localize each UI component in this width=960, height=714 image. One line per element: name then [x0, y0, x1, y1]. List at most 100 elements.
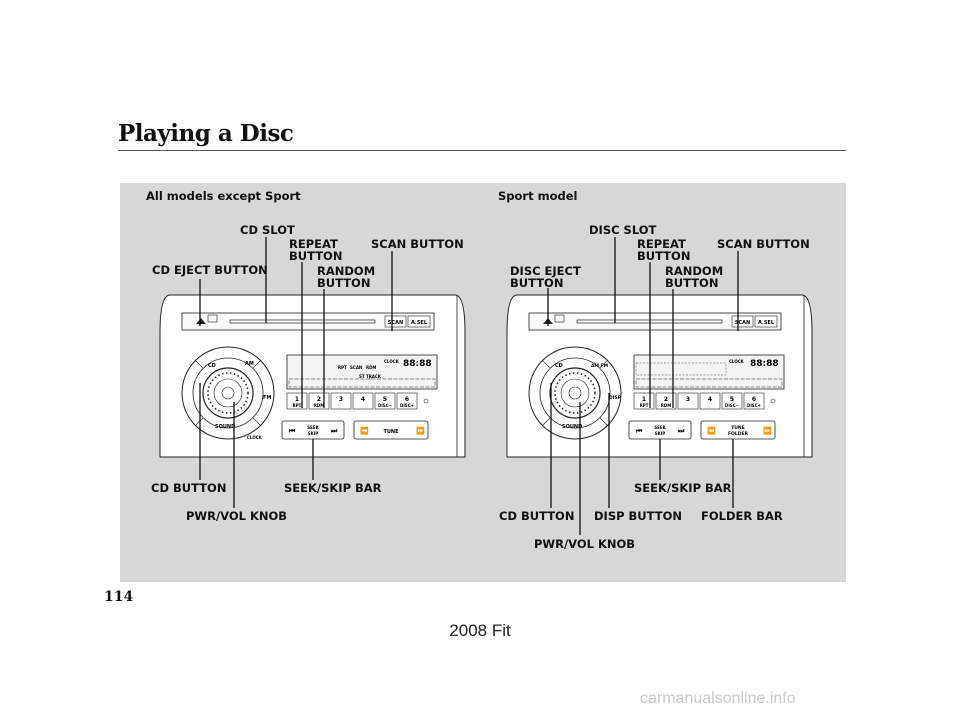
left-pwr-vol-knob[interactable] [202, 367, 254, 419]
right-tune-up-icon: ⏩ [763, 426, 772, 435]
label-cd-eject-button: CD EJECT BUTTON [152, 263, 268, 277]
left-tune-text: TUNE [383, 429, 399, 435]
left-knob-cd: CD [208, 363, 216, 369]
label-seek-skip-bar-sport: SEEK/SKIP BAR [634, 481, 732, 495]
right-pwr-vol-knob[interactable] [549, 367, 601, 419]
left-preset-2-num: 2 [317, 396, 321, 403]
title-rule [118, 150, 846, 151]
label-cd-button: CD BUTTON [151, 481, 227, 495]
right-preset-6[interactable] [743, 392, 765, 410]
label-repeat-sport-line2: BUTTON [637, 249, 691, 263]
label-repeat-line1: REPEAT [289, 237, 338, 251]
left-tune-down-icon: ⏪ [360, 426, 369, 435]
right-preset-1[interactable] [633, 392, 655, 410]
right-tune-down-icon: ⏪ [707, 426, 716, 435]
right-disc-icon [554, 314, 565, 323]
right-knob-amfm: AM FM [591, 363, 609, 369]
right-figure-caption: Sport model [498, 189, 578, 203]
left-scan-key[interactable] [384, 315, 407, 328]
right-tune-text: TUNE [731, 425, 745, 431]
label-repeat-sport-line1: REPEAT [637, 237, 686, 251]
right-preset-4-num: 4 [708, 396, 712, 403]
right-preset-2-num: 2 [664, 396, 668, 403]
left-ind-rpt: RPT [338, 365, 347, 370]
label-pwr-vol-knob: PWR/VOL KNOB [186, 509, 288, 523]
label-repeat-button-sport: REPEAT BUTTON [637, 238, 690, 262]
left-radio-unit: SCAN A.SEL CD AM FM SOUND CLOCK CLOCK 88… [159, 294, 466, 458]
label-pwr-vol-knob-sport: PWR/VOL KNOB [534, 537, 636, 551]
right-preset-1-sub: RPT [640, 403, 649, 408]
right-preset-5[interactable] [721, 392, 743, 410]
right-skip-forward-icon: ⏭ [678, 427, 685, 435]
right-st-indicator [770, 398, 776, 404]
left-preset-2-sub: RDM [314, 403, 324, 408]
left-asel-key-text: A.SEL [411, 320, 428, 326]
left-ind-rdm: RDM [366, 365, 376, 370]
label-random-line1: RANDOM [317, 264, 376, 278]
left-preset-1-sub: RPT [293, 403, 302, 408]
left-preset-3-num: 3 [339, 396, 343, 403]
left-st-track: ST TRACK [359, 374, 382, 379]
left-preset-3[interactable] [330, 392, 352, 410]
right-seek-text: SEEK [654, 425, 666, 430]
left-skip-forward-icon: ⏭ [331, 427, 338, 435]
right-scan-key[interactable] [731, 315, 754, 328]
label-random-line2: BUTTON [317, 276, 371, 290]
right-preset-2[interactable] [655, 392, 677, 410]
label-repeat-button: REPEAT BUTTON [289, 238, 342, 262]
label-repeat-line2: BUTTON [289, 249, 343, 263]
label-disc-eject-line1: DISC EJECT [510, 264, 581, 278]
right-asel-key[interactable] [754, 315, 778, 328]
watermark: carmanualsonline.info [640, 690, 796, 707]
left-preset-4[interactable] [352, 392, 374, 410]
left-ind-scan: SCAN [350, 365, 362, 370]
right-preset-2-sub: RDM [661, 403, 671, 408]
right-display-time: 88:88 [750, 359, 779, 369]
left-preset-6-sub: DISC+ [400, 403, 414, 408]
left-figure-caption: All models except Sport [146, 189, 301, 203]
label-cd-slot: CD SLOT [240, 223, 295, 237]
right-preset-row: 1 2 3 4 5 6 RPT RDM DISC− DISC+ [633, 392, 765, 410]
left-preset-1-num: 1 [295, 396, 299, 403]
left-knob-am: AM [245, 361, 254, 367]
right-radio-unit: SCAN A.SEL CD AM FM DISP SOUND CLOCK 88:… [506, 294, 813, 458]
left-disc-icon [207, 314, 218, 323]
footer-model-year: 2008 Fit [449, 621, 511, 640]
right-skip-back-icon: ⏮ [636, 427, 643, 435]
left-tune-up-icon: ⏩ [416, 426, 425, 435]
left-eject-icon[interactable] [196, 318, 206, 324]
right-preset-3[interactable] [677, 392, 699, 410]
label-disc-eject-button: DISC EJECT BUTTON [510, 265, 581, 289]
label-random-sport-line1: RANDOM [665, 264, 724, 278]
left-display-time: 88:88 [403, 359, 432, 369]
right-leader-lines [547, 237, 739, 535]
right-folder-bar[interactable] [700, 420, 776, 440]
left-knob-sound: SOUND [215, 424, 235, 430]
left-preset-5[interactable] [374, 392, 396, 410]
left-preset-4-num: 4 [361, 396, 365, 403]
left-tune-bar[interactable] [353, 420, 429, 440]
left-seek-text: SEEK [307, 425, 319, 430]
left-asel-key[interactable] [407, 315, 431, 328]
left-preset-6[interactable] [396, 392, 418, 410]
left-scan-key-text: SCAN [388, 320, 403, 326]
label-cd-button-sport: CD BUTTON [499, 509, 575, 523]
left-skip-back-icon: ⏮ [289, 427, 296, 435]
label-disc-eject-line2: BUTTON [510, 276, 564, 290]
left-preset-5-sub: DISC− [378, 403, 392, 408]
left-display [286, 354, 438, 390]
label-seek-skip-bar: SEEK/SKIP BAR [284, 481, 382, 495]
right-preset-6-num: 6 [752, 396, 756, 403]
label-random-button: RANDOM BUTTON [317, 265, 375, 289]
label-random-sport-line2: BUTTON [665, 276, 719, 290]
right-display [633, 354, 785, 390]
left-leader-lines [199, 237, 393, 508]
label-disc-slot: DISC SLOT [589, 223, 657, 237]
right-preset-4[interactable] [699, 392, 721, 410]
right-preset-1-num: 1 [642, 396, 646, 403]
right-preset-3-num: 3 [686, 396, 690, 403]
right-scan-key-text: SCAN [735, 320, 750, 326]
label-random-button-sport: RANDOM BUTTON [665, 265, 723, 289]
right-preset-5-sub: DISC− [725, 403, 739, 408]
left-knob-fm: FM [263, 395, 271, 401]
